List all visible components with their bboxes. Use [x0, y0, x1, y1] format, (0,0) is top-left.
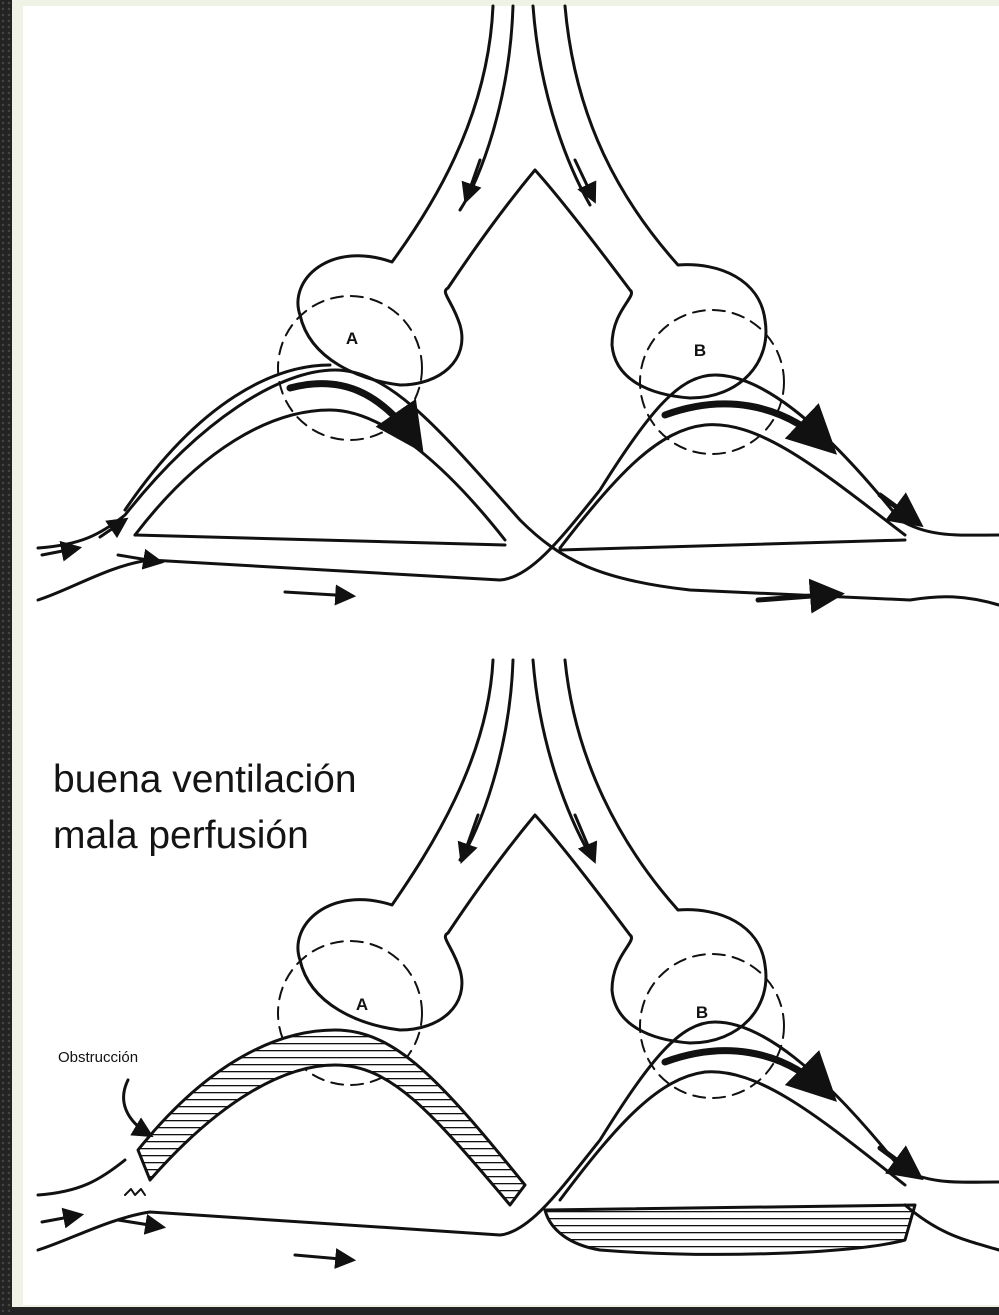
- alveolus-circle-b: [640, 954, 784, 1098]
- flow-arrow: [880, 1148, 918, 1176]
- alveolus-label-a: A: [356, 995, 368, 1014]
- flow-arrow: [42, 1215, 80, 1222]
- blood-flow-arrow-b: [665, 404, 830, 448]
- caption: buena ventilación mala perfusión: [53, 752, 357, 864]
- obstruction-pointer-arrow: [124, 1080, 150, 1135]
- top-diagram: [38, 6, 999, 605]
- bottom-diagram: [38, 660, 999, 1260]
- airway-inner-left: [460, 660, 513, 860]
- vessel-inlet-outer: [38, 1160, 125, 1195]
- caption-line-2: mala perfusión: [53, 808, 357, 864]
- airway-inner-left: [460, 6, 513, 210]
- flow-arrow: [118, 1220, 162, 1227]
- vessel-inner-b2: [560, 540, 905, 550]
- vessel-inner-a2: [135, 535, 505, 545]
- obstruction-label: Obstrucción: [58, 1049, 138, 1066]
- obstructed-vessel-b: [545, 1205, 915, 1254]
- flow-arrow: [285, 592, 352, 596]
- obstructed-vessel-a: [138, 1030, 525, 1205]
- airflow-arrow: [575, 815, 594, 860]
- vessel-b-outer: [905, 1205, 999, 1250]
- flow-arrow: [42, 548, 78, 555]
- vessel-inlet-outer: [38, 370, 999, 605]
- alveolus-label-b: B: [696, 1003, 708, 1022]
- alveolus-circle-b: [640, 310, 784, 454]
- airway-outer-left: [298, 6, 766, 398]
- obstruction-mark: [125, 1189, 145, 1195]
- vessel-b-inner: [560, 1072, 905, 1200]
- vessel-inner-b: [560, 425, 905, 548]
- blood-flow-arrow-b: [665, 1051, 830, 1095]
- flow-arrow: [295, 1255, 352, 1260]
- caption-line-1: buena ventilación: [53, 752, 357, 808]
- airflow-arrow: [466, 160, 480, 200]
- airflow-arrow: [462, 815, 478, 860]
- airway-outer: [298, 660, 766, 1043]
- airway-inner-right: [533, 660, 590, 855]
- alveolus-label-b: B: [694, 341, 706, 360]
- alveolus-label-a: A: [346, 329, 358, 348]
- vessel-inlet-lower: [38, 375, 999, 600]
